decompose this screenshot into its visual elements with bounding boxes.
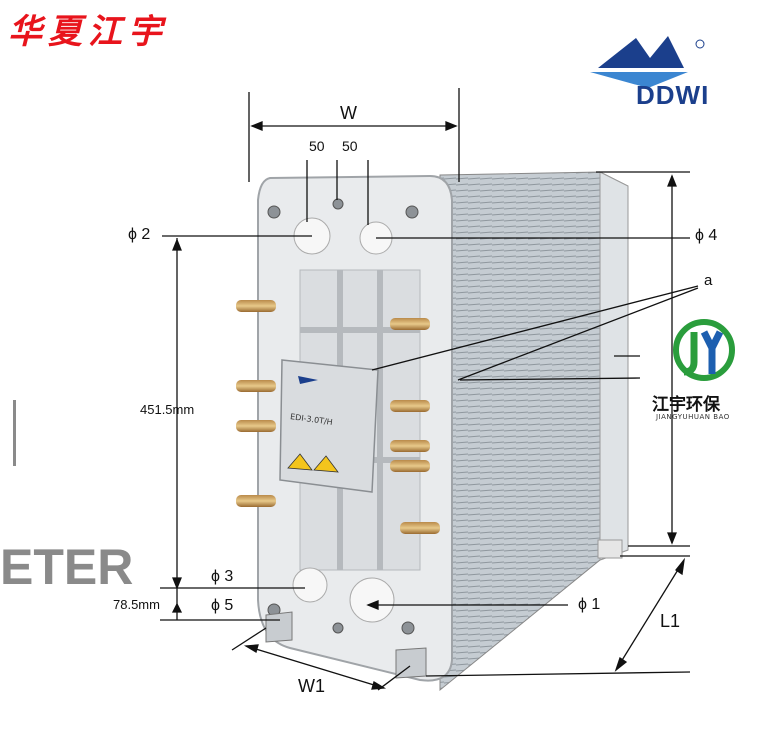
nozzle (236, 300, 276, 312)
ddwi-wave-icon (590, 72, 688, 88)
warning-icon (313, 455, 339, 473)
bolts (267, 198, 419, 635)
dimension-height: 451.5mm (140, 402, 195, 417)
nozzle (236, 495, 276, 507)
nozzle (236, 380, 276, 392)
jiangyu-y-icon (700, 330, 724, 374)
port-1-label: ϕ 1 (578, 596, 601, 613)
dimension-50-left: 50 (309, 138, 325, 154)
callout-a-label: a (704, 272, 713, 289)
brand-title: 华夏江宇 (8, 12, 168, 52)
nozzle (390, 400, 430, 412)
port-4-label: ϕ 4 (695, 227, 718, 244)
nozzle (390, 318, 430, 330)
dimension-w1: W1 (298, 676, 325, 696)
dimension-bottom-offset: 78.5mm (113, 597, 160, 612)
jiangyu-name-en: JIANGYUHUAN BAO (656, 413, 730, 421)
port-3 (292, 567, 328, 603)
nozzle (390, 440, 430, 452)
jiangyu-ring-icon (673, 319, 735, 381)
membrane-stack (439, 171, 629, 692)
dimension-l1: L1 (660, 611, 681, 631)
jiangyu-j-icon (683, 332, 698, 376)
ddwi-logo-text: DDWI (636, 80, 710, 110)
ports (292, 217, 395, 623)
module-box (279, 359, 379, 493)
port-3-label: ϕ 3 (211, 568, 234, 585)
nozzle (400, 522, 440, 534)
warning-icon (287, 453, 313, 471)
watermark-text: ETER (0, 539, 134, 595)
dimension-w: W (340, 103, 357, 123)
nozzle (236, 420, 276, 432)
port-1 (349, 577, 395, 623)
dimension-lines (160, 88, 699, 691)
jiangyu-name-cn: 江宇环保 (652, 395, 720, 415)
side-mark (13, 400, 16, 466)
ddwi-mountain-icon (598, 36, 684, 68)
registered-icon (695, 39, 705, 49)
port-5-label: ϕ 5 (211, 597, 234, 614)
jiangyu-logo (673, 319, 735, 381)
ddwi-logo (590, 36, 705, 88)
port-2-label: ϕ 2 (128, 226, 151, 243)
dimension-50-right: 50 (342, 138, 358, 154)
nozzle (390, 460, 430, 472)
side-nozzles (236, 300, 440, 534)
ddwi-small-logo-icon (298, 376, 318, 384)
